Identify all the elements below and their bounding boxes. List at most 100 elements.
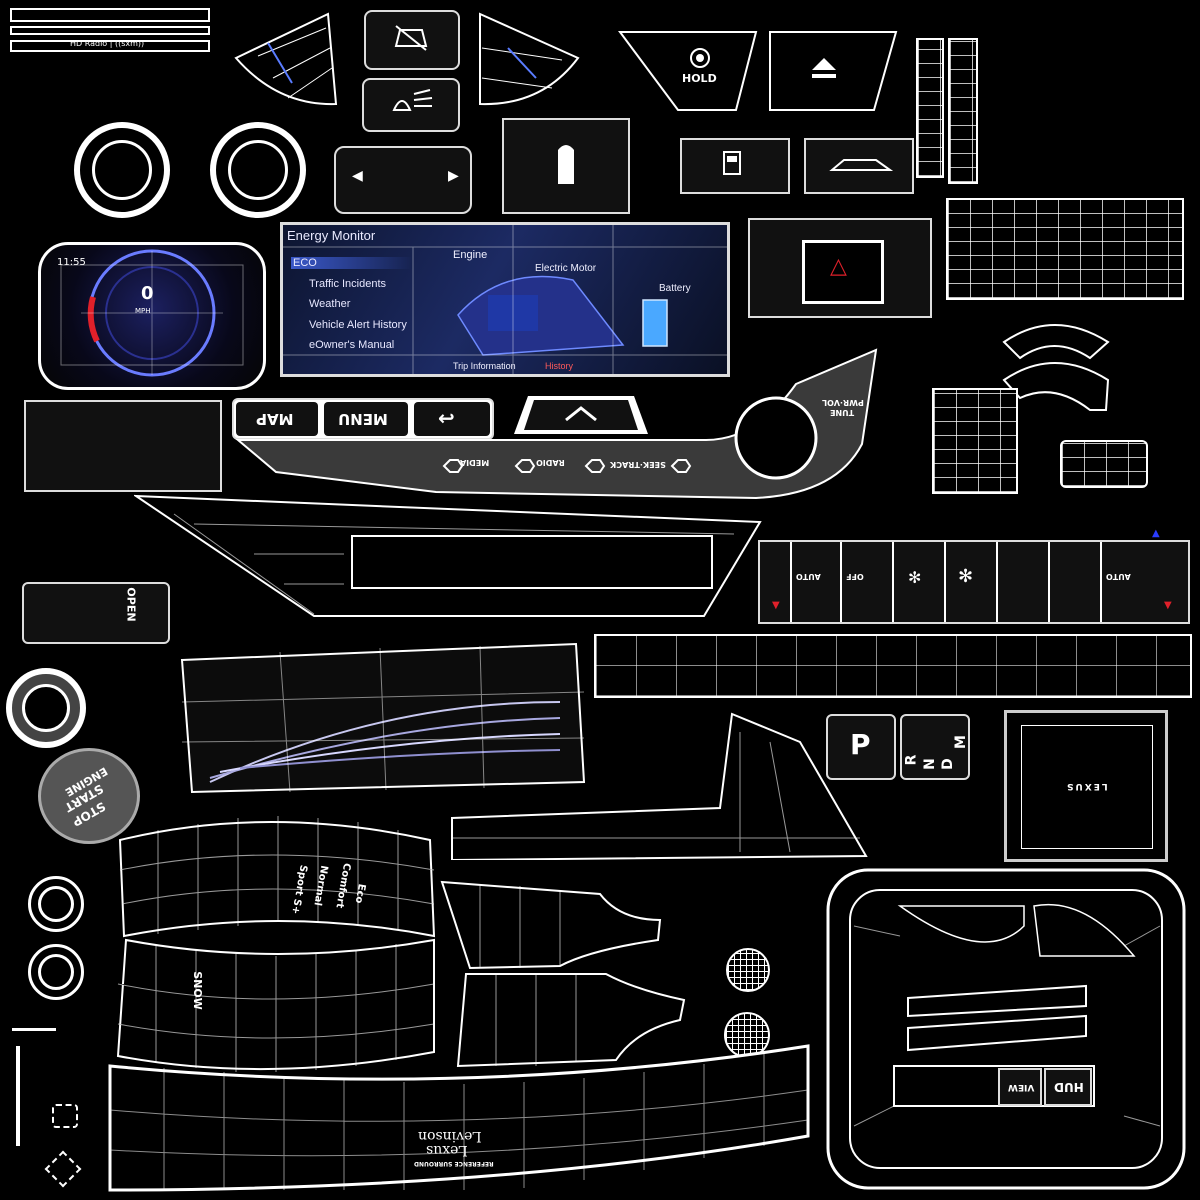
temp-down-icon-left[interactable]: ▼ xyxy=(772,600,780,611)
right-arrow-icon: ▶ xyxy=(448,168,459,184)
menu-item-weather[interactable]: Weather xyxy=(309,298,351,310)
vent-trim-upper xyxy=(440,880,662,970)
tab-history[interactable]: History xyxy=(545,361,574,371)
fuel-door-open-button[interactable] xyxy=(502,118,630,214)
gear-n-label[interactable]: N xyxy=(921,758,938,770)
pwr-vol-label[interactable]: PWR·VOL xyxy=(822,398,864,407)
thin-trim-line xyxy=(12,1028,56,1031)
lexus-logo-panel: LEXUS xyxy=(1004,710,1168,862)
right-temp-gauge-panel xyxy=(479,12,580,106)
menu-item-traffic[interactable]: Traffic Incidents xyxy=(309,278,387,290)
knob-ring-left-inner xyxy=(92,140,152,200)
menu-button[interactable]: MENU xyxy=(324,402,408,436)
return-icon: ↩ xyxy=(438,406,455,430)
fuel-lid-button[interactable] xyxy=(680,138,790,194)
climate-fan-off[interactable]: OFF xyxy=(840,542,887,622)
fan-icon: ✻ xyxy=(958,566,974,587)
temp-up-icon-right[interactable]: ▲ xyxy=(1152,528,1160,539)
fan-icon: ✻ xyxy=(908,568,922,587)
radio-logos: HD Radio | ((sxm)) xyxy=(70,39,145,48)
label-electric-motor: Electric Motor xyxy=(535,263,597,274)
dashboard-trim-long xyxy=(134,494,762,617)
hazard-icon: △ xyxy=(830,254,847,279)
open-button[interactable]: OPEN xyxy=(22,582,170,644)
center-stack-trim xyxy=(451,712,868,860)
speaker-grille-b xyxy=(724,1012,770,1058)
menu-item-owners-manual[interactable]: eOwner's Manual xyxy=(309,339,395,351)
open-label: OPEN xyxy=(124,587,138,622)
trim-strip-right xyxy=(946,198,1184,300)
back-button[interactable]: ↩ xyxy=(414,402,490,436)
trim-piece-a xyxy=(916,38,944,178)
map-button[interactable]: MAP xyxy=(236,402,318,436)
tab-trip-information[interactable]: Trip Information xyxy=(453,361,516,371)
gear-p-label[interactable]: P xyxy=(850,728,871,761)
view-button[interactable]: VIEW xyxy=(998,1068,1042,1106)
climate-auto-left[interactable]: AUTO xyxy=(790,542,837,622)
start-button-bezel-inner xyxy=(22,684,70,732)
parking-brake-button[interactable] xyxy=(768,30,898,114)
radio-strip: HD Radio | ((sxm)) xyxy=(10,8,210,52)
climate-fan-high[interactable]: ✻ xyxy=(944,542,991,622)
lane-departure-button[interactable] xyxy=(364,10,460,70)
climate-defrost-rear[interactable] xyxy=(1048,542,1095,622)
thin-trim-vertical xyxy=(16,1046,20,1146)
left-fuel-gauge-panel xyxy=(234,12,338,106)
lexus-logo-text: LEXUS xyxy=(1065,781,1108,791)
left-arrow-icon: ◀ xyxy=(352,168,363,184)
camera-icon-b[interactable] xyxy=(44,1150,82,1188)
small-block xyxy=(1060,440,1148,488)
display-scroll-button[interactable] xyxy=(512,394,650,438)
engine-start-stop-button[interactable]: ENGINE START STOP xyxy=(38,748,140,844)
brake-hold-button[interactable]: HOLD xyxy=(618,30,758,114)
clock-readout: 11:55 xyxy=(57,257,86,268)
branding-line-3: REFERENCE SURROUND xyxy=(414,1160,494,1167)
climate-defrost-front[interactable] xyxy=(996,542,1043,622)
arc-trim-pieces xyxy=(1002,324,1110,411)
hazard-button[interactable]: △ xyxy=(748,218,932,318)
seat-heater-buttons[interactable] xyxy=(24,400,222,492)
center-console-trim xyxy=(236,348,878,500)
small-ring-b-inner xyxy=(38,954,74,990)
tune-label[interactable]: TUNE xyxy=(830,408,855,417)
climate-control-strip: AUTO OFF ✻ ✻ AUTO ▼ ▼ ▲ xyxy=(758,528,1190,624)
trunk-open-button[interactable] xyxy=(804,138,914,194)
hold-label: HOLD xyxy=(682,72,717,85)
gear-d-label[interactable]: D xyxy=(939,758,956,770)
label-battery: Battery xyxy=(659,283,691,294)
seek-button-label[interactable]: SEEK·TRACK xyxy=(610,460,666,469)
radio-button-label[interactable]: RADIO xyxy=(536,458,565,467)
media-button-label[interactable]: MEDIA xyxy=(460,458,490,467)
menu-item-alert-history[interactable]: Vehicle Alert History xyxy=(309,319,407,331)
hud-control-panel xyxy=(826,868,1186,1190)
label-engine: Engine xyxy=(453,249,488,261)
knob-ring-right-inner xyxy=(228,140,288,200)
trim-piece-b xyxy=(948,38,978,184)
hud-button[interactable]: HUD xyxy=(1044,1068,1092,1106)
branding-line-1: Lexus xyxy=(426,1142,468,1158)
camera-icon-a[interactable] xyxy=(52,1104,78,1128)
knob-ring-left[interactable] xyxy=(74,122,170,218)
speed-unit: MPH xyxy=(135,307,151,315)
knob-ring-right[interactable] xyxy=(210,122,306,218)
mode-snow[interactable]: SNOW xyxy=(190,971,204,1010)
screen-title: Energy Monitor xyxy=(287,228,376,243)
vent-trim-lower xyxy=(456,973,686,1068)
climate-auto-right[interactable]: AUTO xyxy=(1100,542,1147,622)
drive-mode-panel-lower xyxy=(116,938,435,1072)
gear-r-label[interactable]: R xyxy=(903,754,920,766)
seat-memory-button[interactable]: ◀ ▶ xyxy=(334,146,472,214)
gear-selector[interactable]: P R N D M xyxy=(826,714,972,782)
headlight-button[interactable] xyxy=(362,78,460,132)
speaker-grille-a xyxy=(726,948,770,992)
speed-readout: 0 xyxy=(141,283,154,304)
gear-m-label[interactable]: M xyxy=(952,735,969,749)
door-sill-panel xyxy=(108,1044,810,1192)
small-ring-a-inner xyxy=(38,886,74,922)
instrument-cluster-gauge: 11:55 0 MPH xyxy=(38,242,266,390)
small-ring-b xyxy=(28,944,84,1000)
small-ring-a xyxy=(28,876,84,932)
menu-item-eco[interactable]: ECO xyxy=(291,257,413,269)
climate-fan-low[interactable]: ✻ xyxy=(892,542,939,622)
temp-down-icon-right[interactable]: ▼ xyxy=(1164,600,1172,611)
